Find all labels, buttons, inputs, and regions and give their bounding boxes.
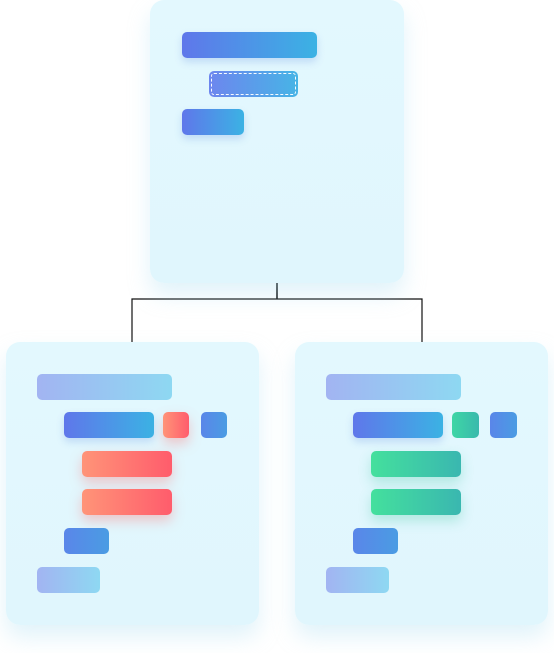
right-member-chip [490, 412, 517, 438]
right-member-bar [353, 412, 443, 438]
parent-header-bar [182, 32, 317, 58]
left-footer-bar [37, 567, 100, 593]
left-member-accent-chip [163, 412, 189, 438]
right-member-accent-chip [452, 412, 479, 438]
connector-left-branch [131, 298, 277, 342]
parent-abstract-member-bar [209, 71, 298, 97]
right-close-bar [353, 528, 398, 554]
parent-footer-bar [182, 109, 244, 135]
right-override-bar-1 [371, 451, 461, 477]
right-header-bar [326, 374, 461, 400]
left-member-bar [64, 412, 154, 438]
child-block-right [295, 342, 548, 625]
left-header-bar [37, 374, 172, 400]
parent-block [150, 0, 404, 283]
left-override-bar-1 [82, 451, 172, 477]
right-footer-bar [326, 567, 389, 593]
child-block-left [6, 342, 259, 625]
left-member-chip [201, 412, 227, 438]
left-close-bar [64, 528, 109, 554]
connector-right-branch [277, 298, 423, 342]
left-override-bar-2 [82, 489, 172, 515]
right-override-bar-2 [371, 489, 461, 515]
